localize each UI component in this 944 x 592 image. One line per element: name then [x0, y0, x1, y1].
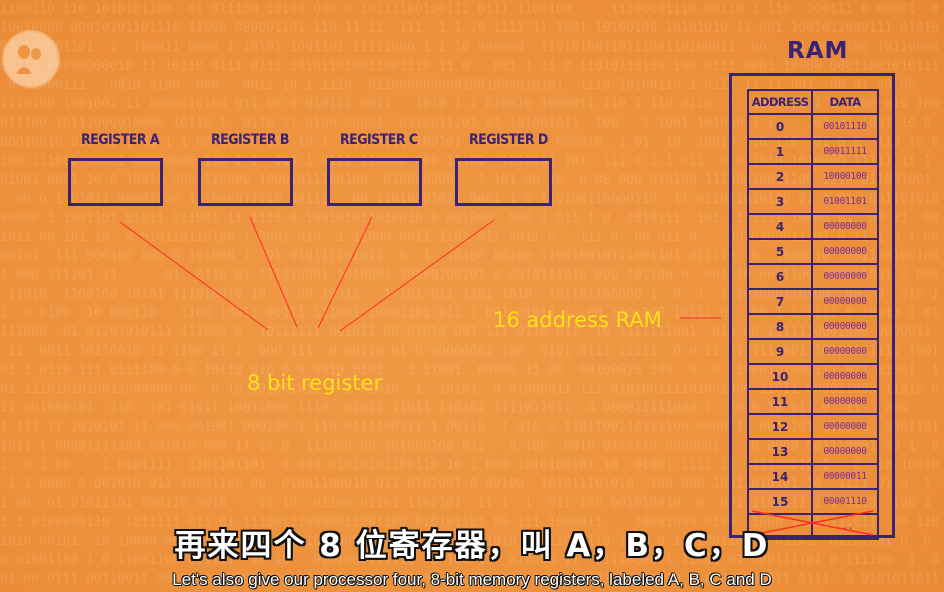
ram-data-cell: ...	[811, 513, 879, 540]
ram-address-cell: 13	[747, 438, 813, 465]
ram-address-cell: 12	[747, 413, 813, 440]
ram-data-cell: 00000000	[811, 438, 879, 465]
ram-address-cell: 2	[747, 163, 813, 190]
register-d-box	[455, 158, 552, 206]
ram-data-cell: 10000100	[811, 163, 879, 190]
ram-address-cell: 14	[747, 463, 813, 490]
ram-data-cell: 00000000	[811, 413, 879, 440]
register-b-box	[198, 158, 293, 206]
address-header: ADDRESS	[747, 89, 813, 115]
ram-address-cell: 6	[747, 263, 813, 290]
ram-data-cell: 00000000	[811, 388, 879, 415]
ram-address-cell: 1	[747, 138, 813, 165]
pointer-line-c	[317, 216, 373, 329]
pointer-line-b	[249, 216, 298, 328]
ram-data-cell: 00000000	[811, 288, 879, 315]
chinese-subtitle: 再来四个 8 位寄存器，叫 A，B，C，D	[174, 528, 770, 564]
register-a-box	[68, 158, 163, 206]
cross-out-line-2	[751, 510, 874, 536]
ram-data-cell: 00101110	[811, 113, 879, 140]
ram-data-cell: 01001101	[811, 188, 879, 215]
data-header: DATA	[811, 89, 879, 115]
ram-address-cell: 10	[747, 363, 813, 390]
pbs-logo-icon	[2, 30, 60, 88]
ram-data-cell: 00000000	[811, 213, 879, 240]
ram-address-cell: 15	[747, 488, 813, 515]
pointer-line-a	[119, 221, 269, 331]
ram-address-cell: 8	[747, 313, 813, 340]
register-annotation: 8 bit register	[247, 371, 383, 395]
ram-header-row: ADDRESS DATA	[747, 89, 879, 115]
ram-data-cell: 00000000	[811, 313, 879, 340]
register-c-label: REGISTER C	[340, 132, 418, 148]
ram-data-cell: 00011111	[811, 138, 879, 165]
ram-data-cell: 00000000	[811, 363, 879, 390]
pointer-line-d	[339, 219, 495, 332]
ram-address-cell: 7	[747, 288, 813, 315]
ram-address-cell: 4	[747, 213, 813, 240]
ram-data-cell: 00000000	[811, 338, 879, 365]
ram-row: ...	[747, 513, 879, 540]
ram-data-cell: 00000000	[811, 263, 879, 290]
ram-annotation: 16 address RAM	[493, 308, 662, 332]
ram-title: RAM	[787, 38, 849, 64]
register-c-box	[327, 158, 422, 206]
register-a-label: REGISTER A	[81, 132, 160, 148]
english-subtitle: Let's also give our processor four, 8-bi…	[172, 570, 772, 589]
register-d-label: REGISTER D	[469, 132, 548, 148]
ram-address-cell: 11	[747, 388, 813, 415]
ram-address-cell: 3	[747, 188, 813, 215]
ram-address-cell: 9	[747, 338, 813, 365]
ram-address-cell: 0	[747, 113, 813, 140]
ram-data-cell: 00000000	[811, 238, 879, 265]
ram-data-cell: 00000011	[811, 463, 879, 490]
ram-address-cell: 5	[747, 238, 813, 265]
ram-address-cell	[747, 513, 813, 540]
register-b-label: REGISTER B	[211, 132, 289, 148]
ram-data-cell: 00001110	[811, 488, 879, 515]
